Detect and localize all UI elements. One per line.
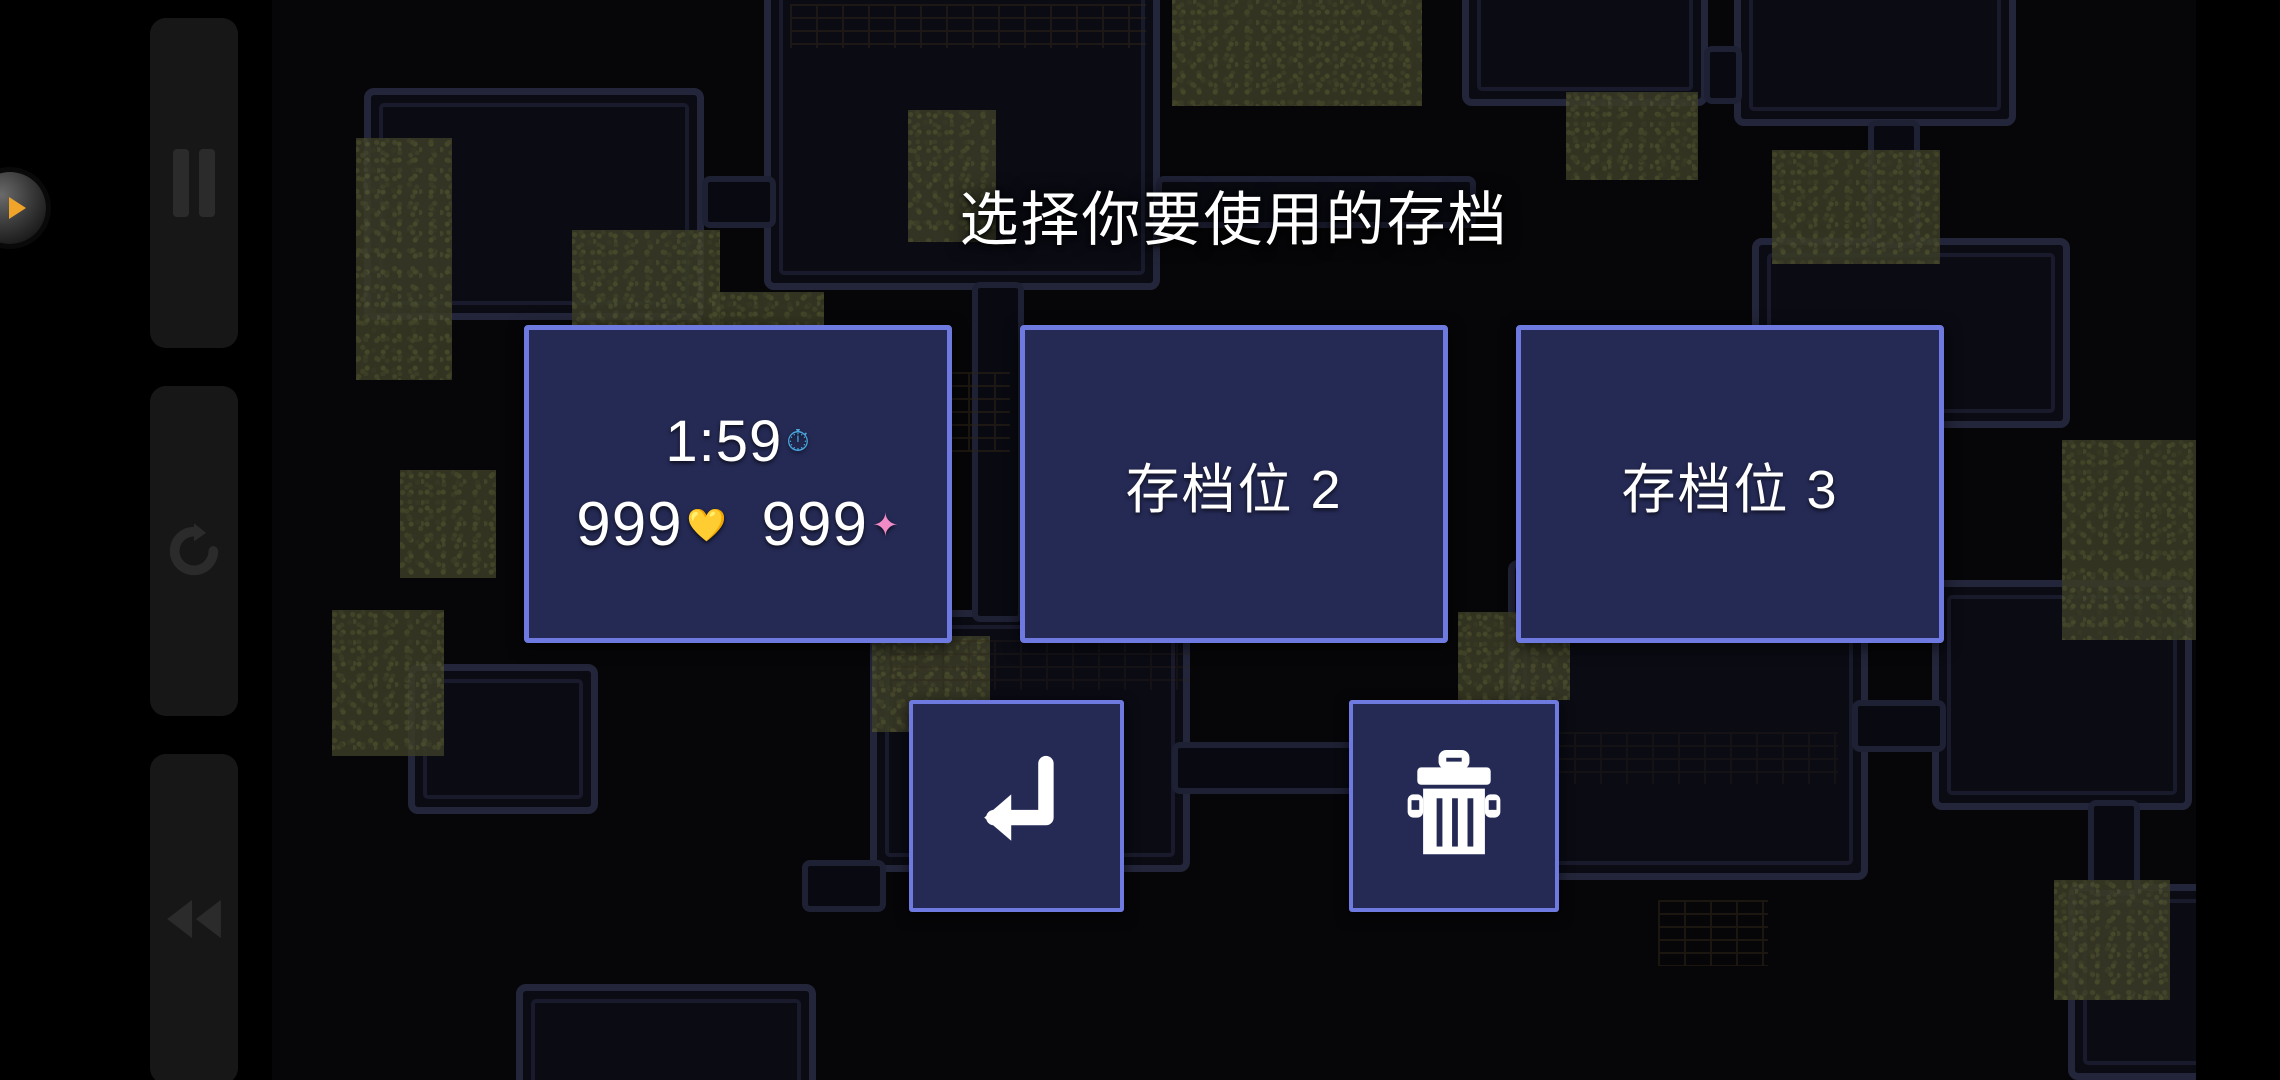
background-foliage [1566, 92, 1698, 180]
save-slot-1-stats: 1:59 ⏱ 999 💛 999 ✦ [576, 408, 900, 560]
resource-yellow: 999 💛 [576, 489, 727, 560]
trash-can-icon [1407, 750, 1501, 855]
background-room [516, 984, 816, 1080]
rail-button-reload[interactable] [150, 386, 238, 716]
pink-sparkle-icon: ✦ [871, 506, 900, 543]
letterbox-right [2196, 0, 2280, 1080]
game-viewport: 选择你要使用的存档 1:59 ⏱ 999 💛 [272, 0, 2196, 1080]
background-bricks [1658, 900, 1768, 966]
control-rail [0, 0, 272, 1080]
resource-yellow-value: 999 [576, 490, 683, 559]
rail-button-pause[interactable] [150, 18, 238, 348]
save-slot-3[interactable]: 存档位 3 [1516, 325, 1944, 643]
background-corridor [1704, 46, 1742, 104]
rail-button-rewind[interactable] [150, 754, 238, 1080]
enter-return-arrow-icon [983, 755, 1054, 841]
background-corridor [1852, 700, 1946, 752]
save-slot-1[interactable]: 1:59 ⏱ 999 💛 999 ✦ [524, 325, 952, 643]
resource-pink-value: 999 [761, 490, 868, 559]
page-title: 选择你要使用的存档 [959, 187, 1509, 253]
save-slot-1-playtime: 1:59 ⏱ [665, 408, 810, 475]
background-bricks [790, 4, 1146, 48]
background-foliage [356, 138, 452, 380]
background-room [1462, 0, 1708, 106]
background-foliage [1772, 150, 1940, 264]
background-foliage [2062, 440, 2196, 640]
save-slot-2[interactable]: 存档位 2 [1020, 325, 1448, 643]
background-foliage [332, 610, 444, 756]
playtime-value: 1:59 [665, 409, 783, 474]
save-slot-dialog: 选择你要使用的存档 1:59 ⏱ 999 💛 [272, 0, 2196, 1080]
background-room [1734, 0, 2016, 126]
rewind-icon [167, 899, 221, 939]
background-corridor [1156, 176, 1476, 228]
background-foliage [2054, 880, 2170, 1000]
confirm-button[interactable] [909, 700, 1124, 912]
resource-pink: 999 ✦ [762, 489, 900, 560]
save-slot-2-label: 存档位 2 [1125, 459, 1343, 520]
background-foliage [400, 470, 496, 578]
save-slot-1-resources: 999 💛 999 ✦ [576, 489, 900, 560]
pause-icon [173, 149, 215, 217]
chevron-right-icon [8, 197, 26, 219]
background-corridor [702, 176, 776, 228]
background-foliage [1172, 0, 1422, 106]
background-bricks [890, 640, 1190, 690]
background-bricks [1548, 732, 1838, 784]
reload-icon [169, 523, 219, 576]
save-slot-list: 1:59 ⏱ 999 💛 999 ✦ [524, 325, 1944, 643]
delete-button[interactable] [1349, 700, 1559, 912]
save-slot-3-label: 存档位 3 [1621, 459, 1839, 520]
stopwatch-icon: ⏱ [786, 424, 811, 458]
yellow-spark-icon: 💛 [686, 506, 728, 543]
dialog-action-row [272, 700, 2196, 912]
background-corridor [802, 860, 886, 912]
background-foliage [908, 110, 996, 242]
